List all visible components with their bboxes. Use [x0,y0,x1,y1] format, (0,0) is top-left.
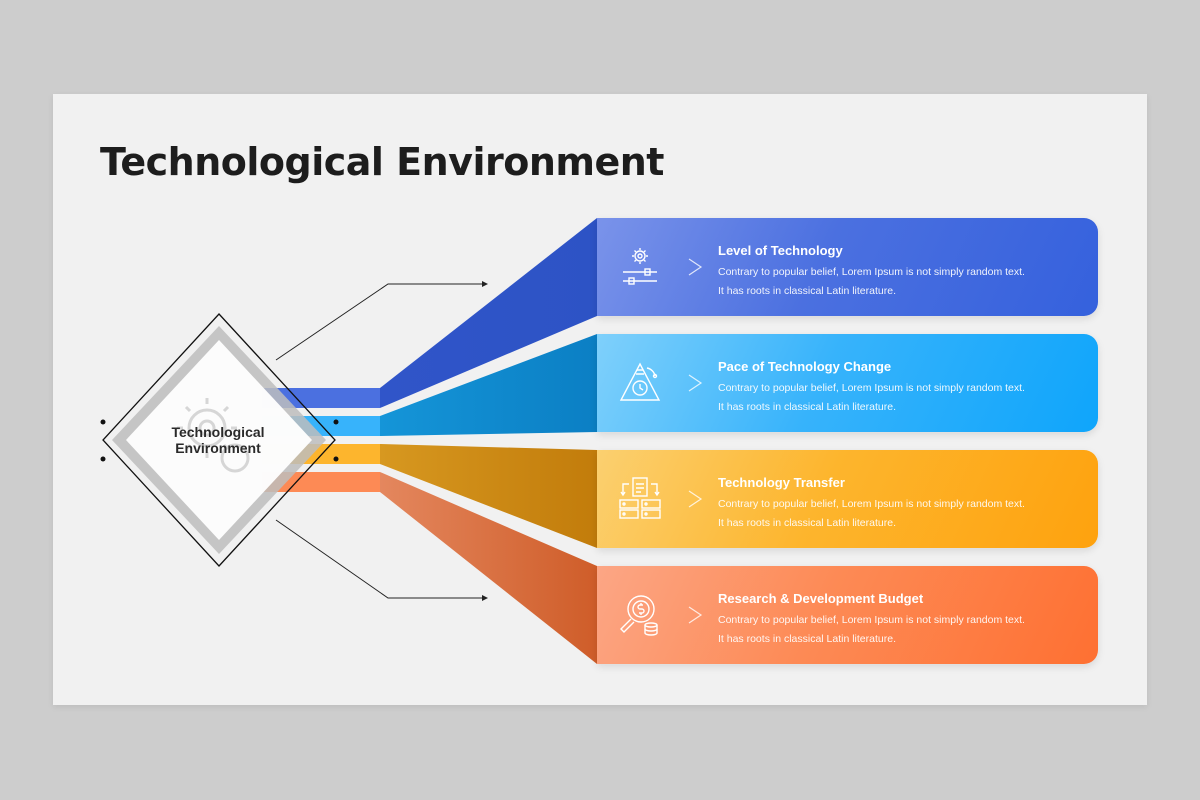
document-transfer-icon [619,477,661,519]
fan-sky [380,334,597,436]
card-level-of-technology: Level of Technology Contrary to popular … [597,218,1098,316]
card-research-development-budget: Research & Development Budget Contrary t… [597,566,1098,664]
card-title: Level of Technology [718,243,843,258]
chevron-right-icon [688,258,703,276]
card-technology-transfer: Technology Transfer Contrary to popular … [597,450,1098,548]
card-description: Contrary to popular belief, Lorem Ipsum … [718,379,1078,416]
fan-amber [380,444,597,548]
card-title: Pace of Technology Change [718,359,892,374]
card-description-line1: Contrary to popular belief, Lorem Ipsum … [718,382,1025,394]
money-search-icon [620,595,658,636]
diamond-outer-outline [102,313,336,567]
card-description-line2: It has roots in classical Latin literatu… [718,516,896,529]
dot-right-top [333,419,339,425]
card-description-line1: Contrary to popular belief, Lorem Ipsum … [718,266,1025,278]
dot-right-bottom [333,456,339,462]
card-pace-of-technology-change: Pace of Technology Change Contrary to po… [597,334,1098,432]
dot-left-bottom [100,456,106,462]
dot-left-top [100,419,106,425]
card-description-line2: It has roots in classical Latin literatu… [718,632,896,645]
chevron-right-icon [688,374,703,392]
gear-sliders-icon [623,248,657,285]
arrow-top [275,281,488,361]
fan-orange [380,472,597,664]
card-description: Contrary to popular belief, Lorem Ipsum … [718,263,1078,300]
fan-blue [380,218,597,408]
card-description: Contrary to popular belief, Lorem Ipsum … [718,495,1078,532]
slide-title: Technological Environment [100,140,664,184]
center-label: Technological Environment [148,424,288,456]
card-description-line2: It has roots in classical Latin literatu… [718,284,896,297]
card-title: Research & Development Budget [718,591,924,606]
card-description-line1: Contrary to popular belief, Lorem Ipsum … [718,614,1025,626]
card-description-line2: It has roots in classical Latin literatu… [718,400,896,413]
center-label-line1: Technological [171,424,265,440]
card-description: Contrary to popular belief, Lorem Ipsum … [718,611,1078,648]
speed-clock-icon [619,362,661,401]
chevron-right-icon [688,490,703,508]
gear-watermark-icon [177,398,250,473]
center-label-line2: Environment [175,440,261,456]
chevron-right-icon [688,606,703,624]
card-description-line1: Contrary to popular belief, Lorem Ipsum … [718,498,1025,510]
arrow-bottom [275,519,488,601]
card-title: Technology Transfer [718,475,845,490]
